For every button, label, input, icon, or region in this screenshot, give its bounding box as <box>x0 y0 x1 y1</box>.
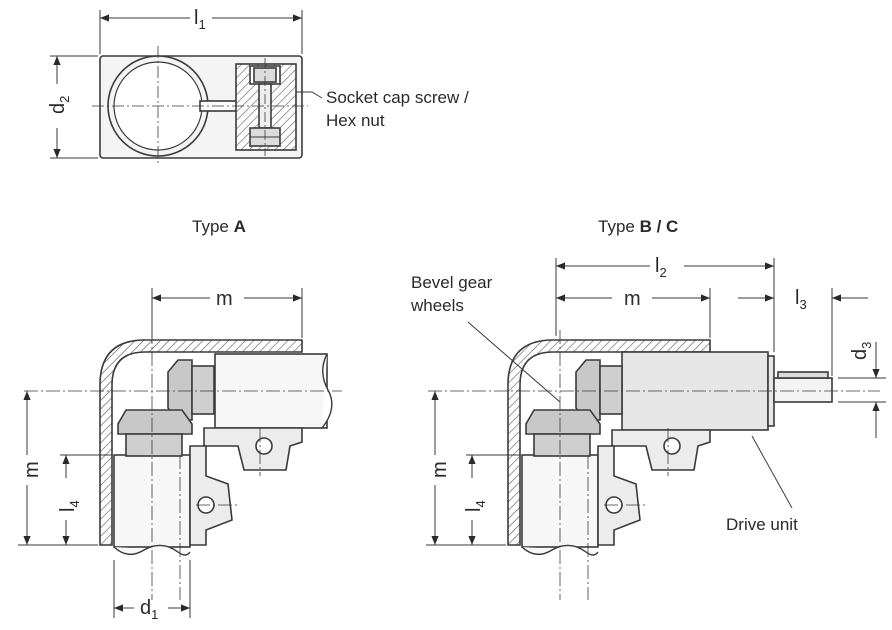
type-a-labels: m m l4 d1 <box>21 288 233 622</box>
dim-l1: l1 <box>194 7 206 32</box>
label-drive-unit: Drive unit <box>726 515 798 534</box>
dim-m-a-top: m <box>216 288 233 310</box>
top-view <box>50 10 323 166</box>
dim-m-bc-top: m <box>624 288 641 310</box>
housing-wall-bc <box>507 339 711 546</box>
bevel-gear-vertical-bc <box>525 409 601 435</box>
type-a-view <box>18 288 342 618</box>
dim-m-a-side: m <box>21 461 43 478</box>
bevel-gear-vertical-a <box>117 409 193 435</box>
label-wheels: wheels <box>410 296 464 315</box>
dim-d2: d2 <box>47 96 72 114</box>
dim-m-bc-side: m <box>429 461 451 478</box>
type-bc-view <box>426 258 886 600</box>
clamp-lug-horizontal-a <box>203 427 303 471</box>
label-bevel-gear: Bevel gear <box>411 273 493 292</box>
dim-l3: l3 <box>795 287 807 312</box>
drive-shaft <box>773 377 833 403</box>
dim-l4-a: l4 <box>57 500 82 512</box>
housing-wall-a <box>99 339 303 546</box>
title-type-a: Type A <box>192 217 246 236</box>
dim-l4-bc: l4 <box>463 500 488 512</box>
clamp-lug-vertical-a <box>189 445 233 546</box>
top-view-labels: l1 d2 Socket cap screw / Hex nut <box>47 7 469 130</box>
clamp-lug-vertical-bc <box>597 445 641 546</box>
clamp-lug-horizontal-bc <box>611 429 711 471</box>
dim-l2: l2 <box>655 255 667 280</box>
title-type-bc: Type B / C <box>598 217 678 236</box>
type-bc-labels: Bevel gear wheels l2 m l3 d3 m l4 Drive … <box>410 255 874 534</box>
dim-d3: d3 <box>849 342 874 360</box>
label-socket-cap-screw: Socket cap screw / <box>326 88 469 107</box>
label-hex-nut: Hex nut <box>326 111 385 130</box>
dim-d1: d1 <box>140 597 158 622</box>
